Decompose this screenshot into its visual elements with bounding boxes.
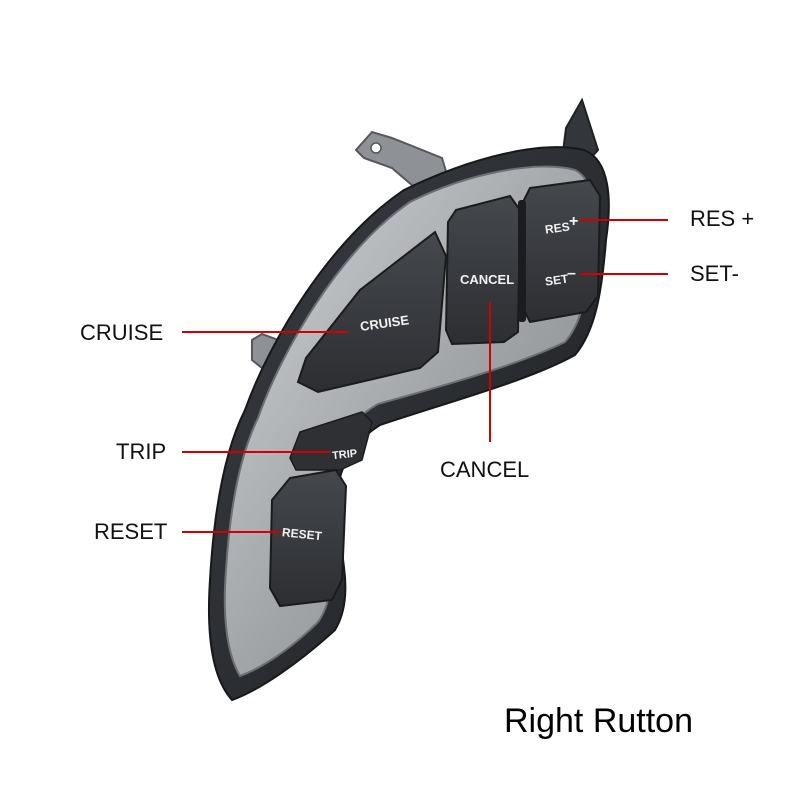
bracket-hole: [370, 142, 382, 154]
reset-button-body: [268, 468, 348, 608]
reset-button-label: RESET: [281, 525, 323, 543]
callout-reset: RESET: [94, 519, 168, 544]
cruise-button-label: CRUISE: [359, 312, 410, 334]
cancel-button-body: [444, 194, 522, 346]
cancel-button-label: CANCEL: [460, 272, 514, 287]
lower-panel: [289, 411, 373, 471]
leader-lines: [182, 219, 668, 533]
callout-res-plus: RES +: [690, 206, 755, 231]
res-set-rocker-body: [520, 178, 602, 324]
callout-set-minus: SET-: [690, 261, 739, 286]
callout-cruise: CRUISE: [80, 320, 164, 345]
trip-button-label: TRIP: [332, 448, 358, 463]
caption: Right Rutton: [504, 702, 693, 740]
res-button-label: RES: [544, 219, 570, 236]
minus-sign: –: [567, 265, 576, 282]
rocker-divider: [518, 200, 526, 322]
cruise-button-body: [296, 230, 448, 394]
callout-trip: TRIP: [116, 439, 167, 464]
set-button-label: SET: [544, 272, 570, 289]
plus-sign: +: [569, 213, 578, 230]
callout-cancel: CANCEL: [440, 457, 530, 482]
